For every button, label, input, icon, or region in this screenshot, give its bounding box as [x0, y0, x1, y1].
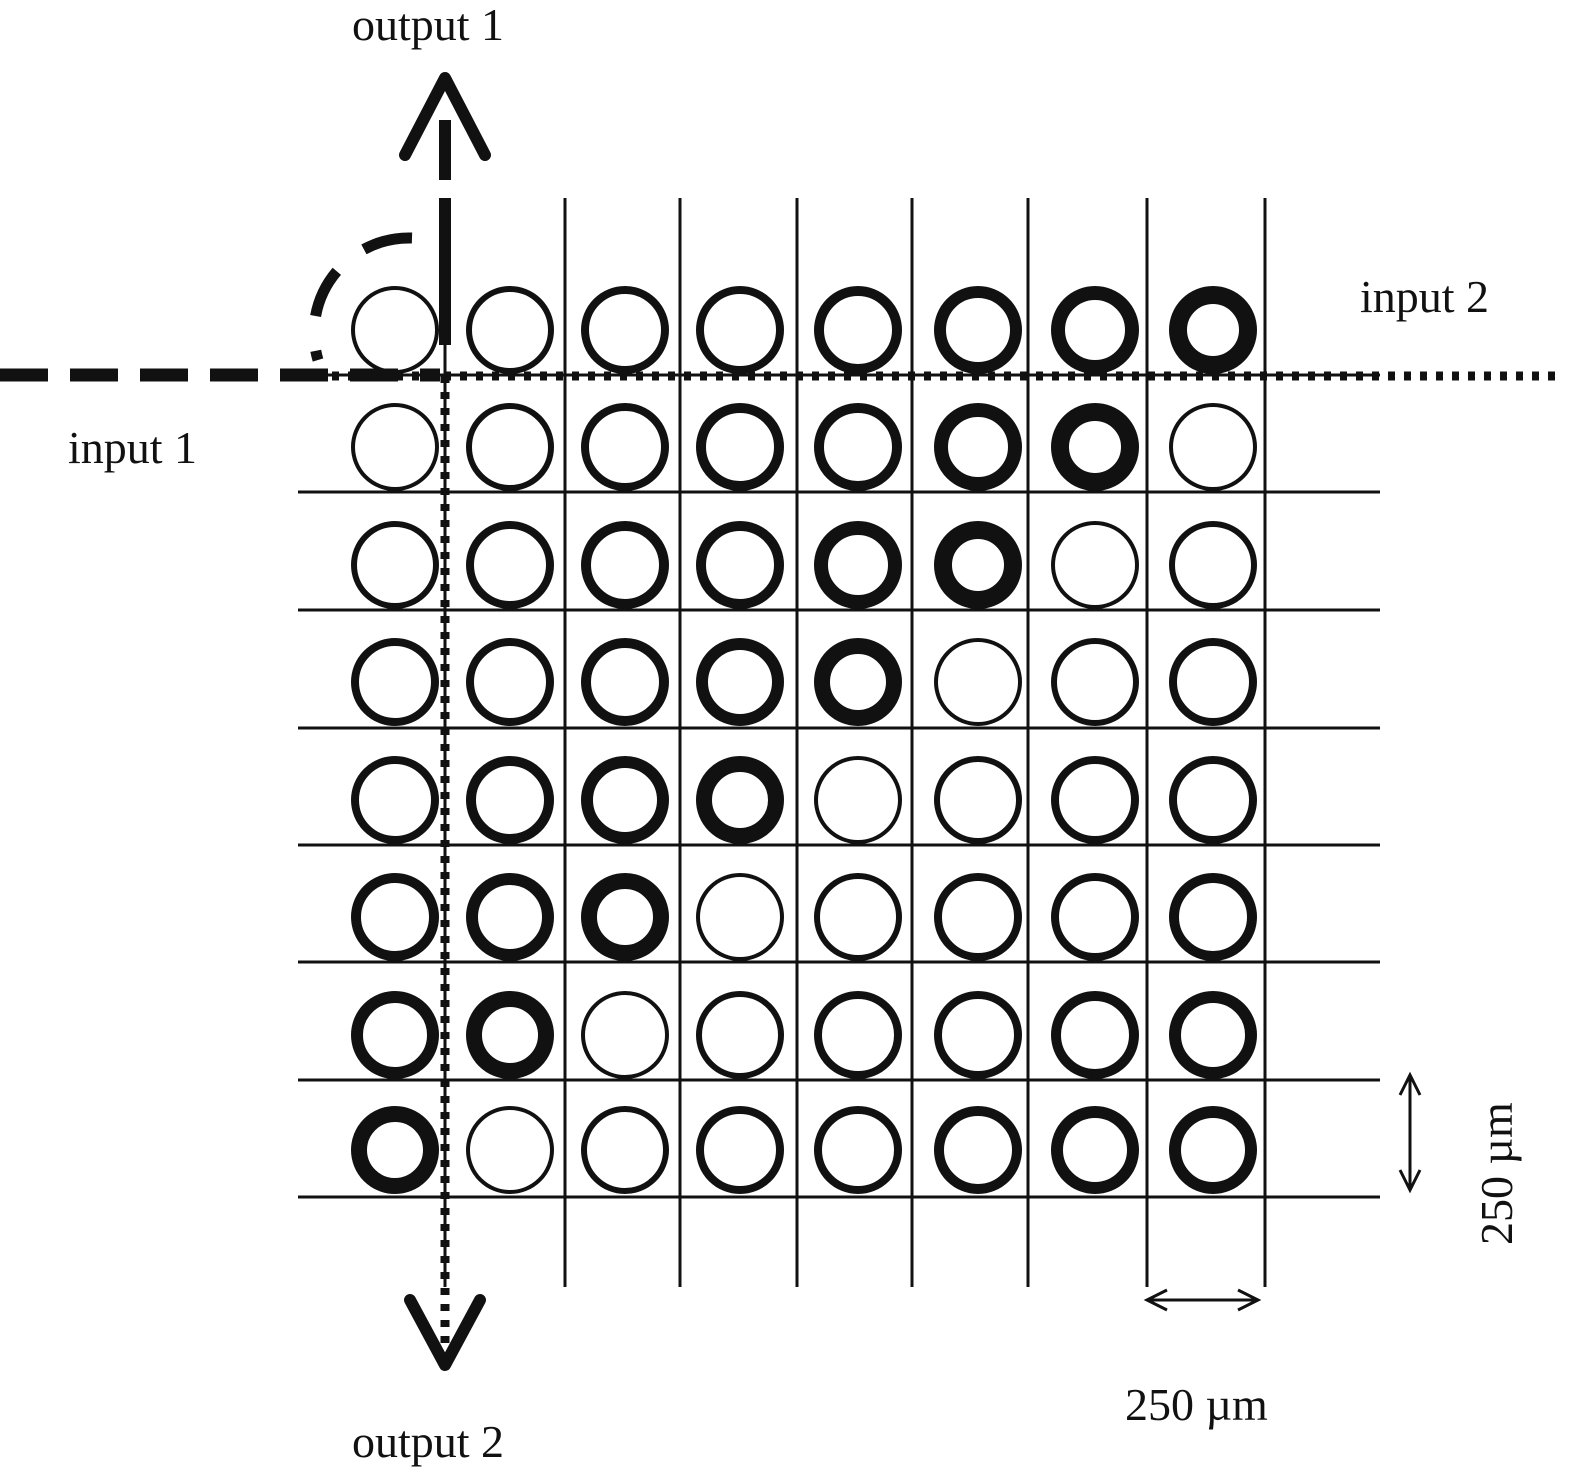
ring-resonator-r4-c5	[934, 756, 1022, 844]
ring-resonator-r2-c0	[351, 521, 439, 609]
ring-resonator-r6-c2	[581, 991, 669, 1079]
ring-resonator-r7-c4	[814, 1106, 902, 1194]
ring-resonator-r3-c3	[696, 638, 784, 726]
ring-resonator-r0-c0	[351, 286, 439, 374]
ring-resonator-r5-c3	[696, 873, 784, 961]
input2-label: input 2	[1360, 271, 1489, 322]
ring-resonator-r7-c2	[581, 1106, 669, 1194]
ring-resonator-r1-c6	[1051, 403, 1139, 491]
ring-resonator-r1-c7	[1169, 403, 1257, 491]
ring-resonator-r4-c6	[1051, 756, 1139, 844]
ring-resonator-r1-c5	[934, 403, 1022, 491]
ring-resonator-r7-c5	[934, 1106, 1022, 1194]
ring-resonator-r3-c2	[581, 638, 669, 726]
ring-resonator-r3-c5	[934, 638, 1022, 726]
ring-resonator-r4-c2	[581, 756, 669, 844]
ring-resonator-r6-c1	[466, 991, 554, 1079]
ring-resonator-r7-c0	[351, 1106, 439, 1194]
input1-label: input 1	[68, 422, 197, 473]
ring-resonator-r1-c2	[581, 403, 669, 491]
ring-resonator-r5-c2	[581, 873, 669, 961]
output2-arrow-icon	[404, 1294, 486, 1371]
ring-resonator-r7-c6	[1051, 1106, 1139, 1194]
ring-resonator-r2-c7	[1169, 521, 1257, 609]
ring-resonator-r0-c2	[581, 286, 669, 374]
highlight-dashed-arc	[308, 232, 413, 362]
ring-resonator-r2-c4	[814, 521, 902, 609]
ring-resonator-r5-c6	[1051, 873, 1139, 961]
scale-horizontal-label: 250 µm	[1125, 1379, 1268, 1430]
ring-resonator-r6-c6	[1051, 991, 1139, 1079]
scale-arrow-vertical	[1398, 1071, 1422, 1194]
ring-resonator-r6-c5	[934, 991, 1022, 1079]
ring-resonator-r4-c1	[466, 756, 554, 844]
ring-resonator-r7-c3	[696, 1106, 784, 1194]
ring-resonators	[351, 286, 1257, 1194]
ring-resonator-r6-c4	[814, 991, 902, 1079]
ring-resonator-r6-c0	[351, 991, 439, 1079]
ring-resonator-r2-c2	[581, 521, 669, 609]
waveguide-grid	[298, 198, 1380, 1287]
ring-resonator-r3-c0	[351, 638, 439, 726]
ring-resonator-r0-c4	[814, 286, 902, 374]
scale-vertical-label: 250 µm	[1471, 1102, 1522, 1245]
scale-arrow-horizontal	[1143, 1288, 1262, 1312]
ring-resonator-r2-c6	[1051, 521, 1139, 609]
ring-resonator-r3-c1	[466, 638, 554, 726]
ring-resonator-r5-c0	[351, 873, 439, 961]
output1-arrow-icon	[399, 72, 491, 161]
ring-resonator-r3-c7	[1169, 638, 1257, 726]
ring-resonator-r6-c3	[696, 991, 784, 1079]
ring-resonator-r0-c7	[1169, 286, 1257, 374]
ring-resonator-r0-c5	[934, 286, 1022, 374]
ring-resonator-r5-c1	[466, 873, 554, 961]
ring-resonator-r2-c3	[696, 521, 784, 609]
ring-resonator-r1-c3	[696, 403, 784, 491]
ring-resonator-r4-c7	[1169, 756, 1257, 844]
ring-resonator-r5-c5	[934, 873, 1022, 961]
ring-resonator-r5-c4	[814, 873, 902, 961]
ring-resonator-r7-c1	[466, 1106, 554, 1194]
output2-label: output 2	[352, 1416, 504, 1467]
ring-resonator-r3-c6	[1051, 638, 1139, 726]
ring-resonator-r0-c6	[1051, 286, 1139, 374]
ring-resonator-r3-c4	[814, 638, 902, 726]
output1-label: output 1	[352, 0, 504, 50]
ring-resonator-r2-c1	[466, 521, 554, 609]
ring-resonator-r0-c1	[466, 286, 554, 374]
ring-resonator-r4-c0	[351, 756, 439, 844]
ring-resonator-r5-c7	[1169, 873, 1257, 961]
ring-resonator-r7-c7	[1169, 1106, 1257, 1194]
ring-resonator-r1-c1	[466, 403, 554, 491]
ring-resonator-r4-c3	[696, 756, 784, 844]
ring-resonator-r0-c3	[696, 286, 784, 374]
ring-resonator-r1-c0	[351, 403, 439, 491]
ring-resonator-r6-c7	[1169, 991, 1257, 1079]
ring-resonator-r2-c5	[934, 521, 1022, 609]
ring-resonator-r4-c4	[814, 756, 902, 844]
ring-resonator-r1-c4	[814, 403, 902, 491]
